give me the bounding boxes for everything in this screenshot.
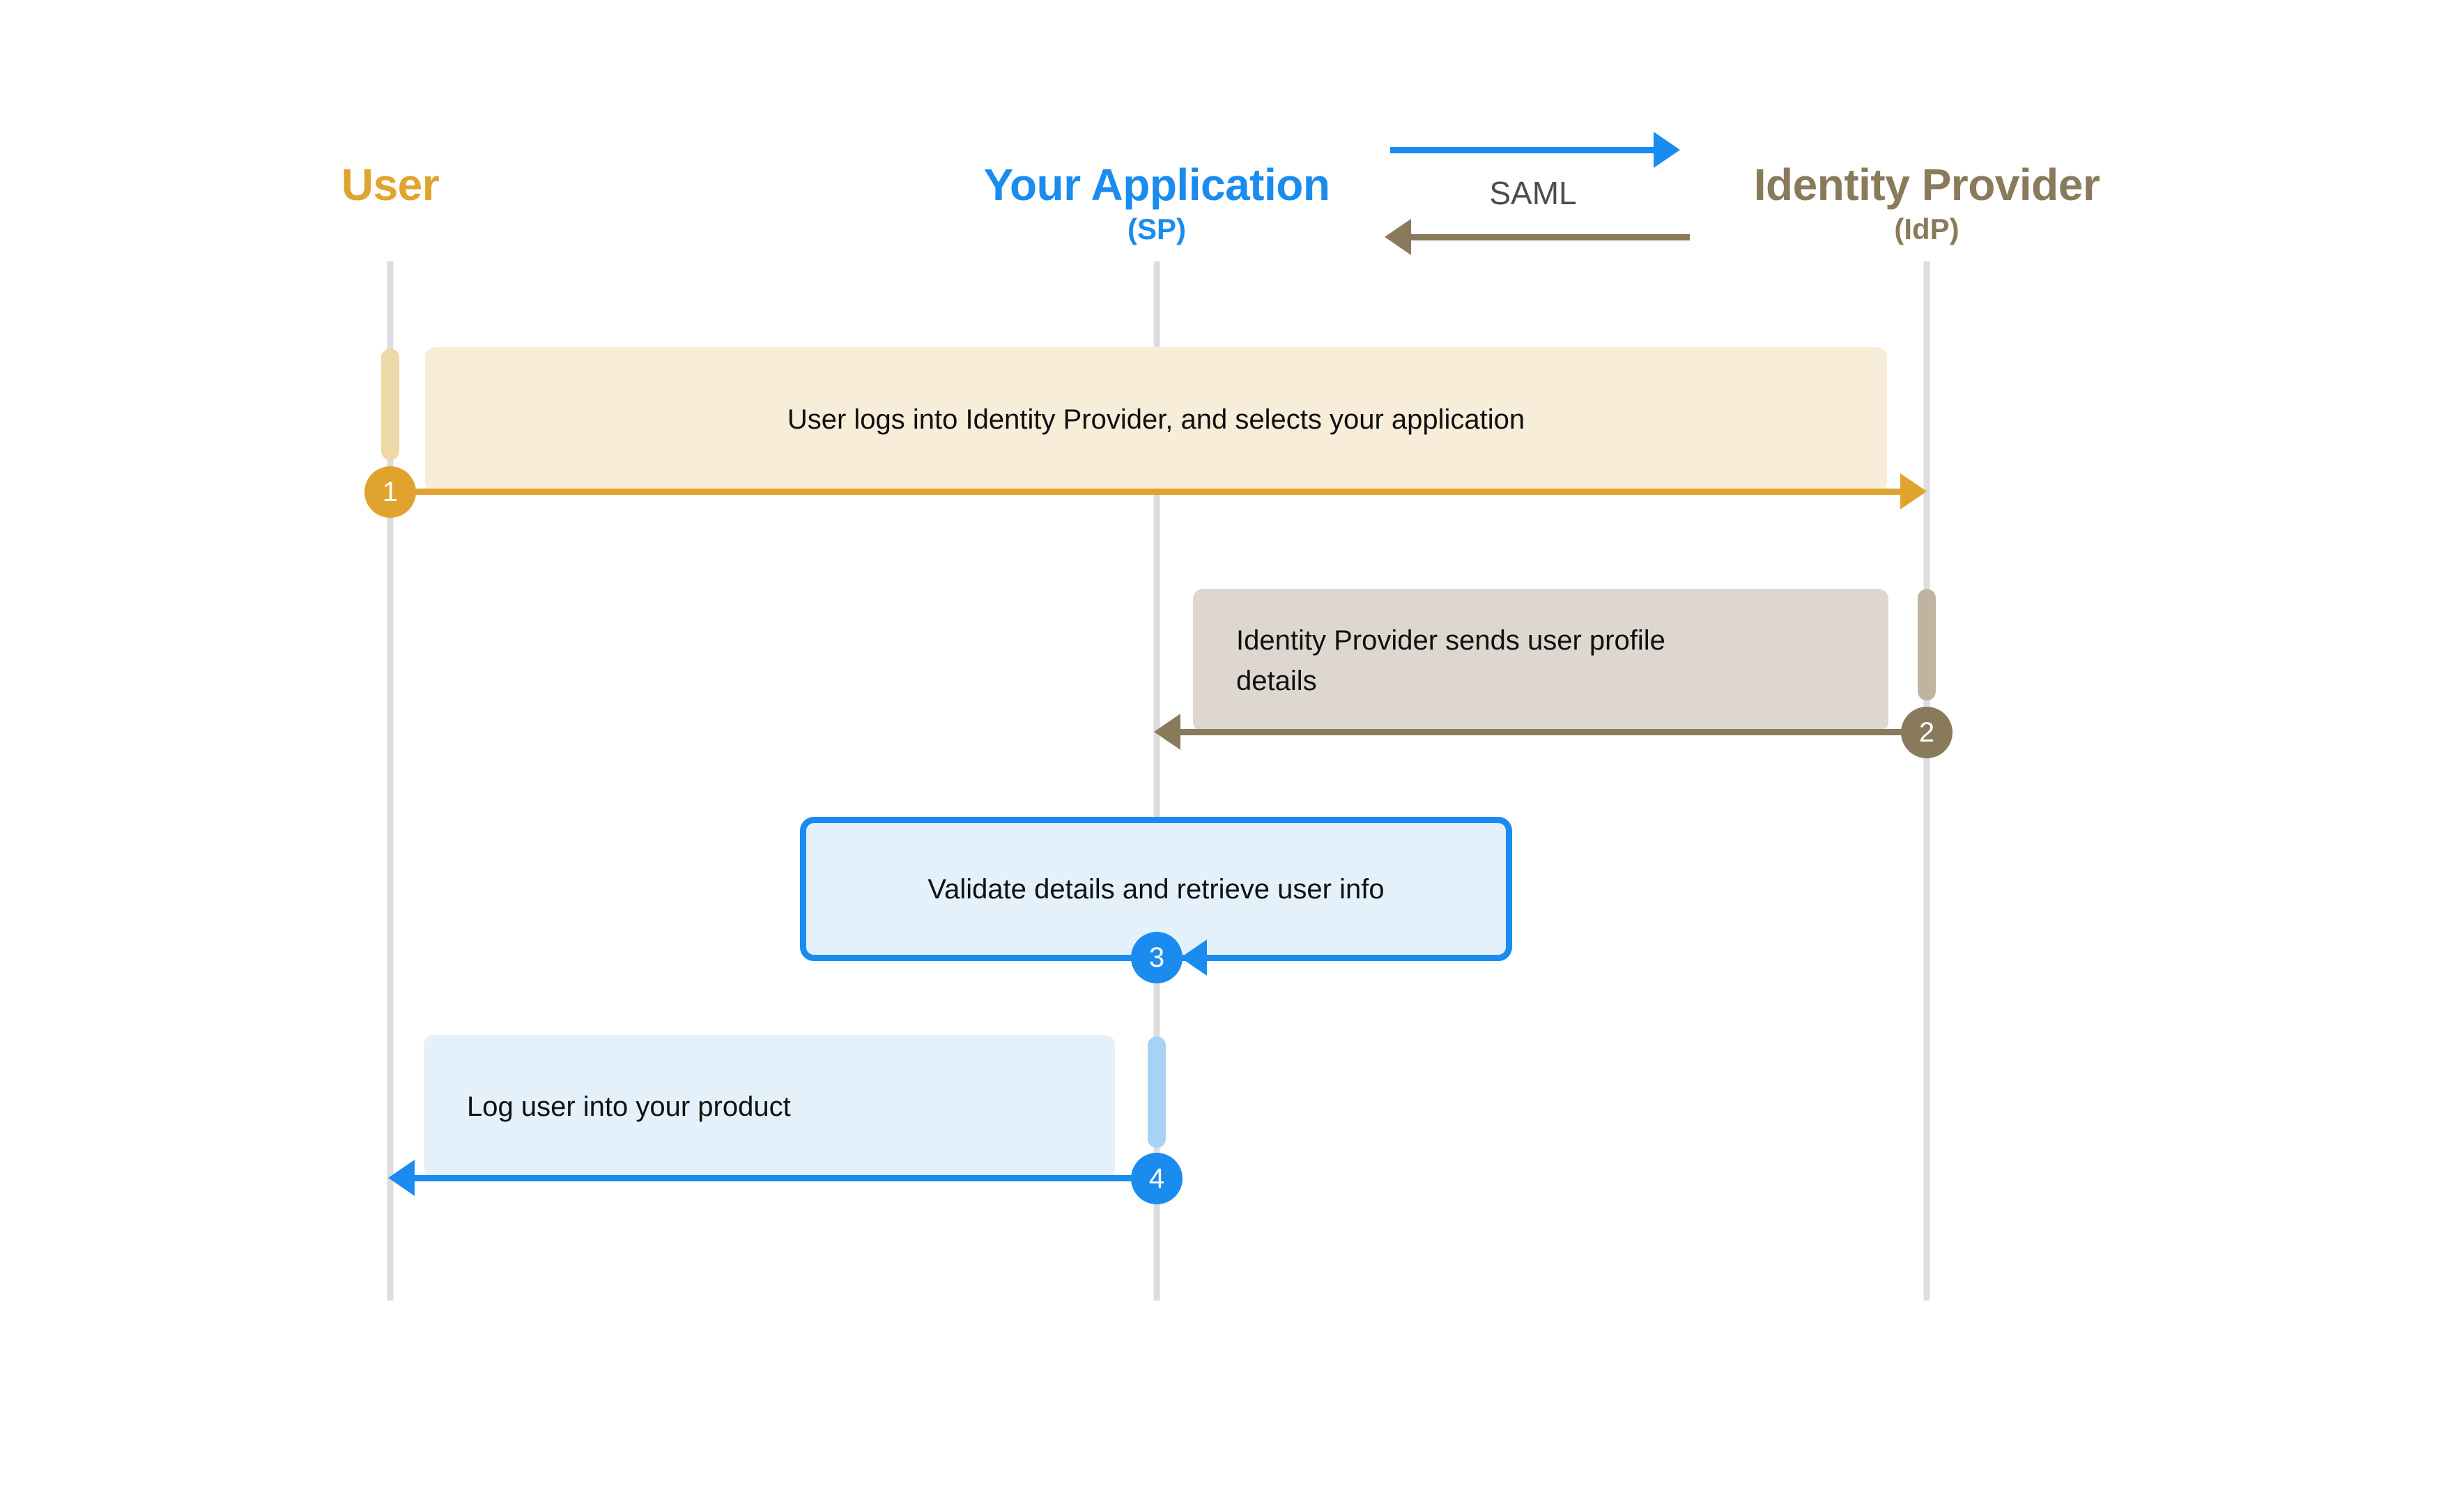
message-arrow-line-step-1	[390, 489, 1904, 495]
actor-header-user: User	[341, 160, 440, 210]
lifeline-user	[387, 261, 394, 1301]
saml-arrow-inbound-head	[1385, 219, 1411, 255]
actor-name-your-application: Your Application	[983, 160, 1330, 210]
message-label-step-1: User logs into Identity Provider, and se…	[787, 404, 1525, 435]
step-badge-4[interactable]: 4	[1131, 1153, 1183, 1204]
message-label-step-2: Identity Provider sends user profile det…	[1236, 624, 1665, 696]
message-arrow-line-step-2	[1180, 729, 1927, 735]
actor-name-identity-provider: Identity Provider	[1753, 160, 2100, 210]
saml-label: SAML	[1489, 175, 1577, 211]
message-arrow-head-step-4	[388, 1160, 415, 1196]
saml-arrow-outbound-head	[1654, 132, 1680, 168]
message-arrow-head-step-2	[1154, 714, 1180, 750]
self-call-arrow-head-step-3	[1180, 939, 1207, 976]
activation-bar-step-1	[381, 348, 399, 460]
activation-bar-step-2	[1918, 589, 1936, 700]
step-badge-3[interactable]: 3	[1131, 932, 1183, 983]
actor-subtitle-idp: (IdP)	[1894, 213, 1959, 246]
message-band-step-4: Log user into your product	[424, 1035, 1115, 1178]
actor-header-identity-provider: Identity Provider (IdP)	[1753, 160, 2100, 246]
activation-bar-step-4	[1148, 1036, 1166, 1148]
step-badge-1[interactable]: 1	[364, 466, 416, 518]
message-arrow-line-step-4	[415, 1175, 1157, 1181]
message-band-step-2: Identity Provider sends user profile det…	[1193, 589, 1888, 732]
actor-name-user: User	[341, 160, 440, 210]
saml-arrow-outbound-line	[1390, 147, 1669, 153]
self-call-return-line-step-3	[1157, 955, 1470, 961]
message-band-step-1: User logs into Identity Provider, and se…	[425, 347, 1887, 492]
message-label-step-4: Log user into your product	[467, 1091, 791, 1122]
message-arrow-head-step-1	[1900, 473, 1927, 509]
message-label-step-3: Validate details and retrieve user info	[927, 873, 1385, 905]
actor-header-your-application: Your Application (SP)	[983, 160, 1330, 246]
step-badge-2[interactable]: 2	[1901, 707, 1953, 758]
lifeline-identity-provider	[1923, 261, 1930, 1301]
saml-arrow-inbound-line	[1411, 234, 1690, 240]
lifeline-your-application	[1153, 261, 1160, 1301]
actor-subtitle-sp: (SP)	[1127, 213, 1186, 246]
